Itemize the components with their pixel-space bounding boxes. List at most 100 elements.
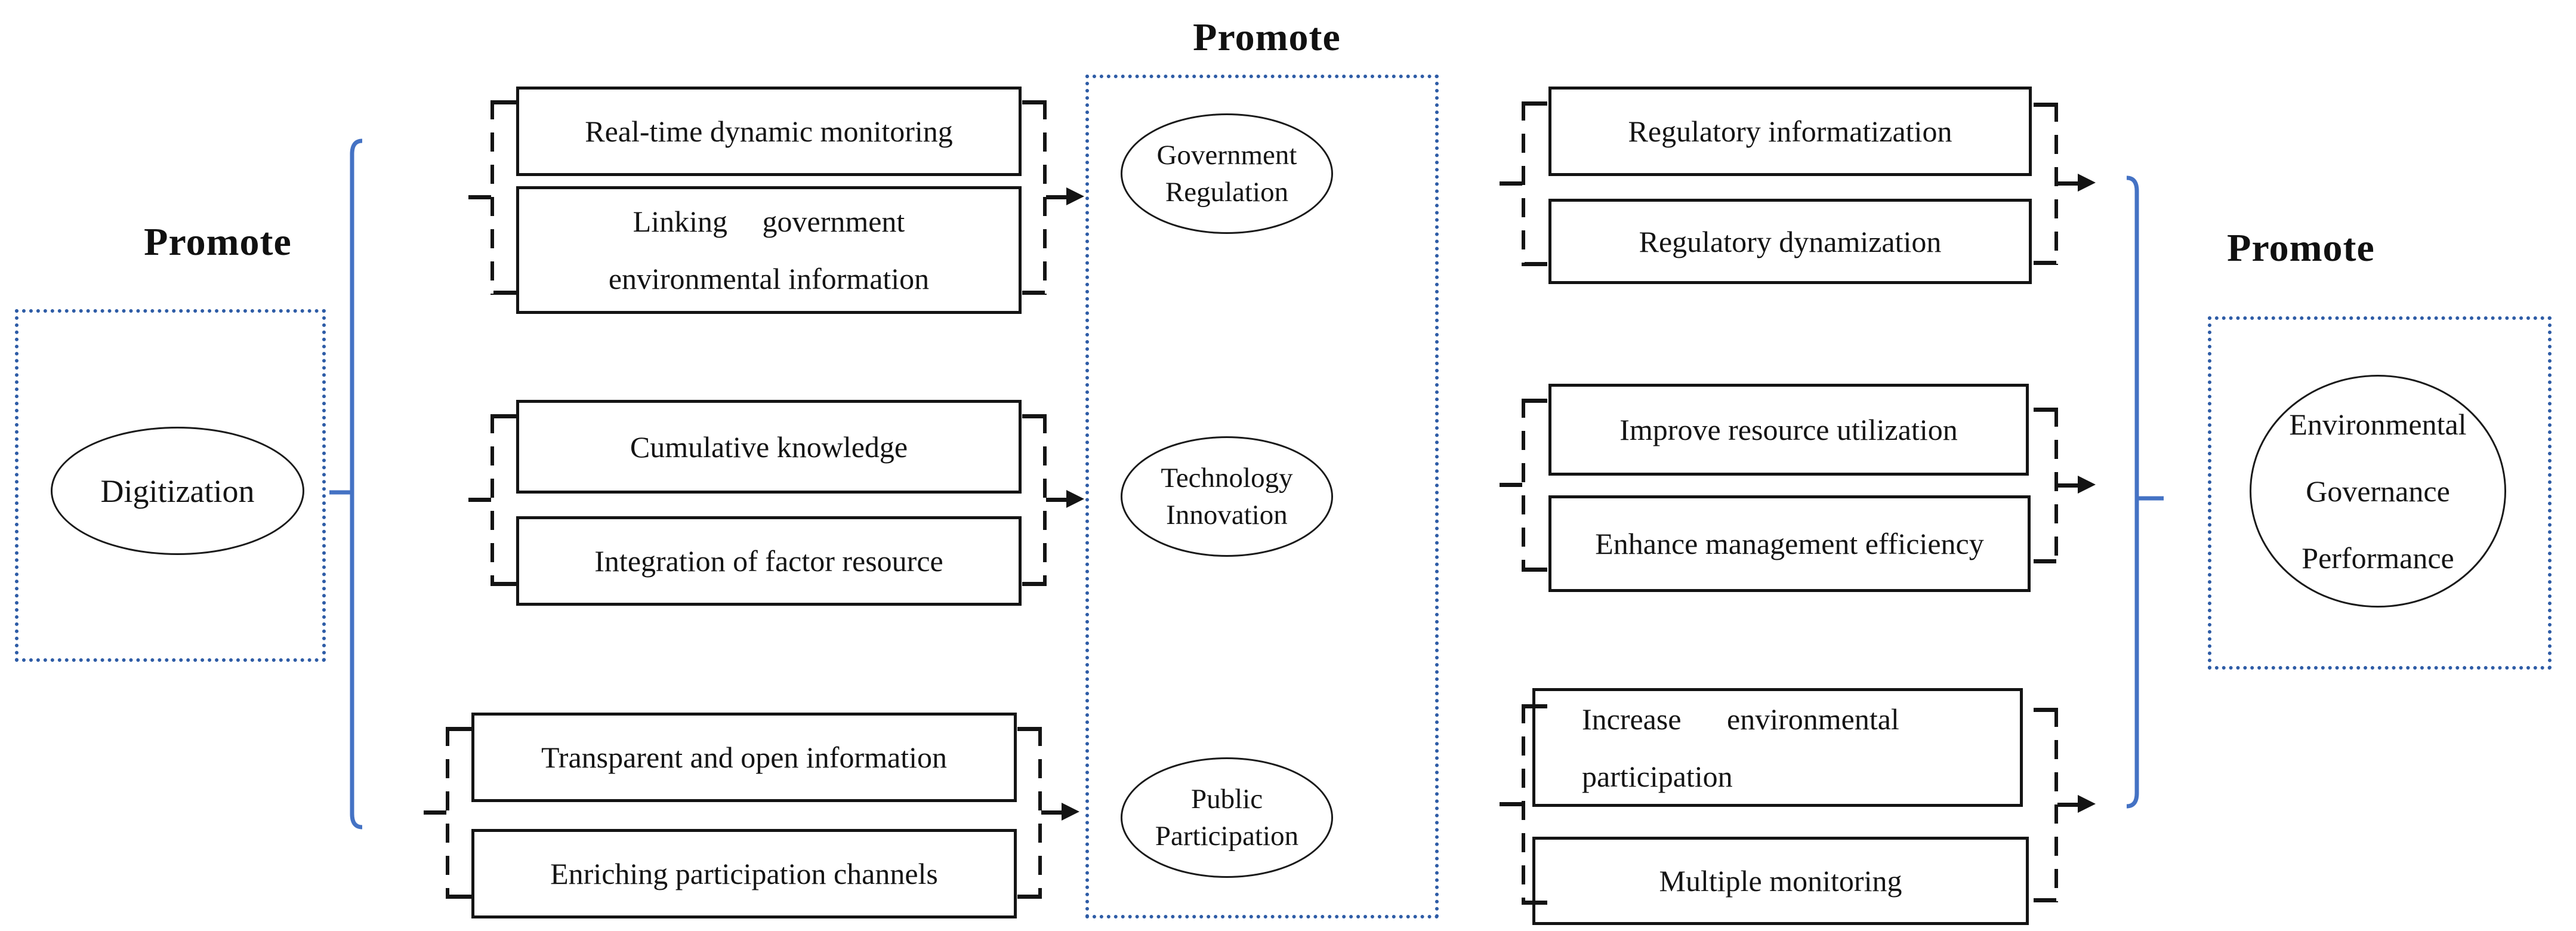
bracket-tick <box>1022 291 1045 295</box>
bracket-tick <box>1017 895 1040 899</box>
curly-brace-left <box>329 138 363 830</box>
arrow-shaft <box>1046 498 1068 502</box>
box-factor-resource: Integration of factor resource <box>516 516 1022 606</box>
bracket-tick <box>1525 901 1547 905</box>
bracket-tick <box>1525 568 1547 572</box>
dashed-line <box>1522 704 1525 905</box>
digitization-dotted-container <box>15 309 326 662</box>
box-label-line2: participation <box>1582 759 1733 793</box>
bracket-tick <box>2034 898 2056 902</box>
bracket-tick <box>493 582 516 586</box>
dashed-bracket-left <box>424 727 471 899</box>
dashed-line <box>2054 103 2058 265</box>
ellipse-label-line2: Regulation <box>1165 177 1289 208</box>
arrow-shaft <box>2057 483 2079 488</box>
channels-dotted-container <box>1085 75 1439 918</box>
box-label-line1: Increase environmental <box>1582 702 1899 736</box>
box-label: Real-time dynamic monitoring <box>585 115 953 148</box>
bracket-tick <box>449 727 471 731</box>
bracket-tick <box>1022 100 1045 104</box>
box-label: Regulatory informatization <box>1628 115 1952 148</box>
dashed-line <box>446 727 449 899</box>
box-linking-information: Linking government environmental informa… <box>516 186 1022 314</box>
bracket-tick <box>2034 708 2056 712</box>
digitization-ellipse: Digitization <box>51 427 304 555</box>
technology-innovation-ellipse: Technology Innovation <box>1121 436 1333 557</box>
curly-brace-right <box>2126 175 2164 809</box>
dashed-bracket-left <box>468 414 516 586</box>
box-participation-channels: Enriching participation channels <box>471 829 1017 918</box>
arrow-shaft <box>1041 810 1063 815</box>
government-regulation-ellipse: Government Regulation <box>1121 113 1333 234</box>
bracket-tick <box>1022 414 1045 418</box>
bracket-tick <box>2034 103 2056 107</box>
arrow-shaft <box>2057 803 2079 807</box>
bracket-tick <box>468 195 491 199</box>
arrow-right-icon <box>1066 490 1084 508</box>
arrow-right-icon <box>2078 174 2096 192</box>
dashed-bracket-arrow <box>2034 103 2096 265</box>
dashed-bracket-left <box>1500 101 1547 266</box>
bracket-tick <box>1525 101 1547 106</box>
dashed-line <box>1038 727 1042 899</box>
arrow-right-icon <box>2078 795 2096 813</box>
bracket-tick <box>1525 704 1547 708</box>
dashed-line <box>1043 100 1047 295</box>
dashed-bracket-left <box>1500 399 1547 572</box>
bracket-tick <box>1500 181 1522 186</box>
bracket-tick <box>2034 261 2056 265</box>
box-label: Multiple monitoring <box>1659 864 1902 898</box>
box-label-line1: Linking government <box>633 205 905 238</box>
box-transparent-information: Transparent and open information <box>471 713 1017 802</box>
bracket-tick <box>449 895 471 899</box>
promote-label-left: Promote <box>144 220 292 264</box>
box-environmental-participation: Increase environmental participation <box>1532 688 2023 807</box>
dashed-bracket-left <box>1500 704 1547 905</box>
public-participation-ellipse: Public Participation <box>1121 757 1333 878</box>
box-label: Transparent and open information <box>541 741 947 774</box>
bracket-tick <box>1022 582 1045 586</box>
bracket-tick <box>493 100 516 104</box>
ellipse-label-line1: Technology <box>1161 463 1293 494</box>
box-label: Improve resource utilization <box>1619 413 1958 446</box>
box-realtime-monitoring: Real-time dynamic monitoring <box>516 87 1022 176</box>
arrow-shaft <box>2057 181 2079 186</box>
box-resource-utilization: Improve resource utilization <box>1548 384 2029 476</box>
box-label: Integration of factor resource <box>594 544 943 578</box>
box-label-line2: environmental information <box>608 262 930 295</box>
box-label: Regulatory dynamization <box>1639 224 1942 258</box>
bracket-tick <box>2034 559 2056 563</box>
bracket-tick <box>493 291 516 295</box>
bracket-tick <box>1500 802 1522 806</box>
box-label: Enriching participation channels <box>550 857 938 890</box>
dashed-bracket-arrow <box>1022 414 1084 586</box>
dashed-bracket-left <box>468 100 516 295</box>
ellipse-label-line1: Environmental <box>2289 408 2467 441</box>
performance-dotted-container <box>2208 316 2552 670</box>
bracket-tick <box>1525 262 1547 266</box>
box-multiple-monitoring: Multiple monitoring <box>1532 837 2029 925</box>
ellipse-label-line3: Performance <box>2302 541 2454 575</box>
bracket-tick <box>468 498 491 502</box>
bracket-tick <box>493 414 516 418</box>
dashed-bracket-arrow <box>1022 100 1084 295</box>
box-regulatory-informatization: Regulatory informatization <box>1548 87 2032 176</box>
ellipse-label-line1: Public <box>1190 784 1263 815</box>
environmental-governance-performance-ellipse: Environmental Governance Performance <box>2250 375 2506 608</box>
box-management-efficiency: Enhance management efficiency <box>1548 495 2031 592</box>
bracket-tick <box>1017 727 1040 731</box>
arrow-right-icon <box>1066 187 1084 205</box>
arrow-shaft <box>1046 195 1068 199</box>
ellipse-label-line2: Participation <box>1155 821 1299 852</box>
box-regulatory-dynamization: Regulatory dynamization <box>1548 199 2032 284</box>
dashed-line <box>2054 708 2058 902</box>
dashed-line <box>1522 399 1525 572</box>
bracket-tick <box>2034 408 2056 412</box>
dashed-line <box>1043 414 1047 586</box>
dashed-line <box>490 414 494 586</box>
ellipse-label-line1: Government <box>1156 140 1297 171</box>
box-label: Cumulative knowledge <box>630 430 908 464</box>
box-label: Enhance management efficiency <box>1595 527 1984 560</box>
dashed-bracket-arrow <box>2034 708 2096 902</box>
